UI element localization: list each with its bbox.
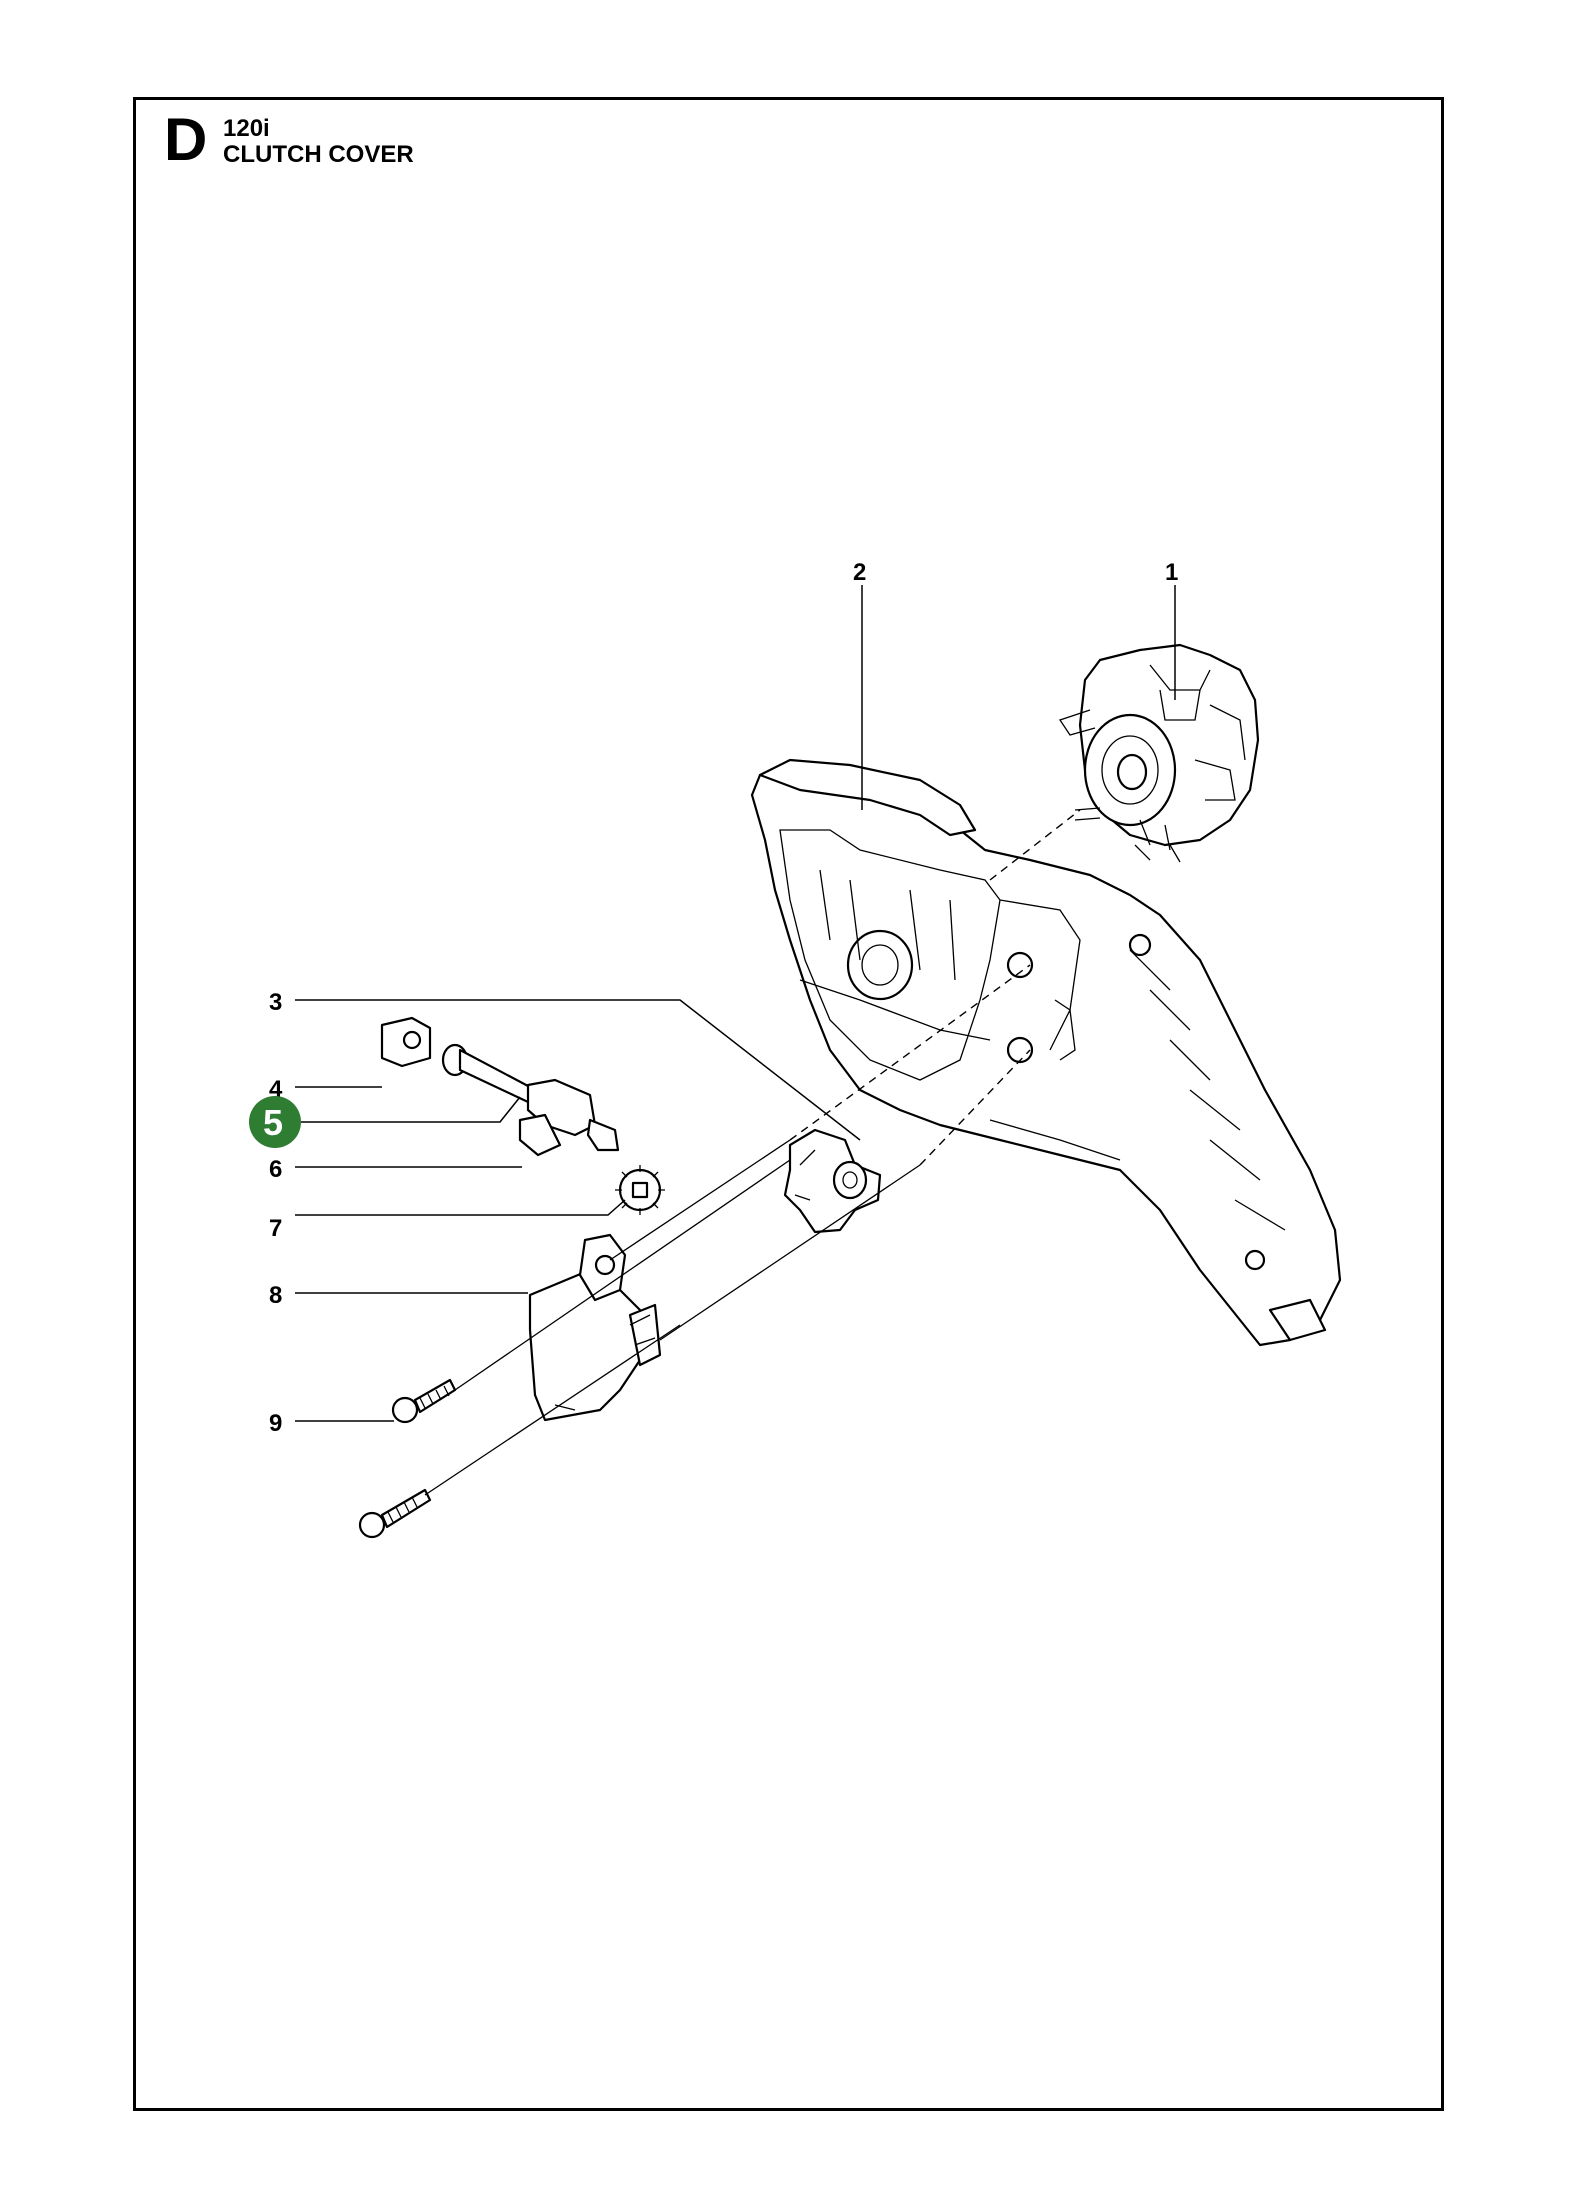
axis-line bbox=[424, 1324, 681, 1496]
section-letter: D bbox=[164, 106, 208, 173]
page-border bbox=[133, 97, 1444, 2111]
axis-line bbox=[789, 964, 1031, 1141]
part-4-plate[interactable] bbox=[380, 1016, 432, 1068]
axis-line bbox=[454, 1159, 791, 1391]
axis-line bbox=[919, 1049, 1031, 1166]
callout-8[interactable]: 8 bbox=[269, 1282, 282, 1309]
screw-lower[interactable] bbox=[358, 1488, 432, 1539]
part-1-clutch-drum[interactable] bbox=[1058, 643, 1260, 863]
leader-3 bbox=[295, 999, 861, 1141]
model-label: 120i bbox=[223, 115, 270, 142]
axis-line bbox=[609, 1139, 791, 1261]
part-3-knob[interactable] bbox=[783, 1128, 882, 1234]
axis-line bbox=[989, 809, 1081, 881]
leader-5 bbox=[295, 1096, 521, 1123]
callout-1[interactable]: 1 bbox=[1165, 559, 1178, 586]
axis-line bbox=[659, 1164, 921, 1341]
callout-9[interactable]: 9 bbox=[269, 1410, 282, 1437]
callout-7[interactable]: 7 bbox=[269, 1215, 282, 1242]
part-6-tensioner-block[interactable] bbox=[518, 1078, 620, 1157]
leader-7 bbox=[295, 1199, 626, 1216]
callout-3[interactable]: 3 bbox=[269, 989, 282, 1016]
part-7-gear[interactable] bbox=[615, 1165, 665, 1215]
part-9-screw[interactable] bbox=[391, 1378, 457, 1424]
callout-6[interactable]: 6 bbox=[269, 1156, 282, 1183]
page-title: CLUTCH COVER bbox=[223, 141, 414, 168]
callout-2[interactable]: 2 bbox=[853, 559, 866, 586]
part-2-clutch-cover[interactable] bbox=[750, 758, 1342, 1347]
callout-5[interactable]: 5 bbox=[263, 1102, 283, 1143]
callout-5-highlight-badge[interactable] bbox=[249, 1096, 301, 1148]
